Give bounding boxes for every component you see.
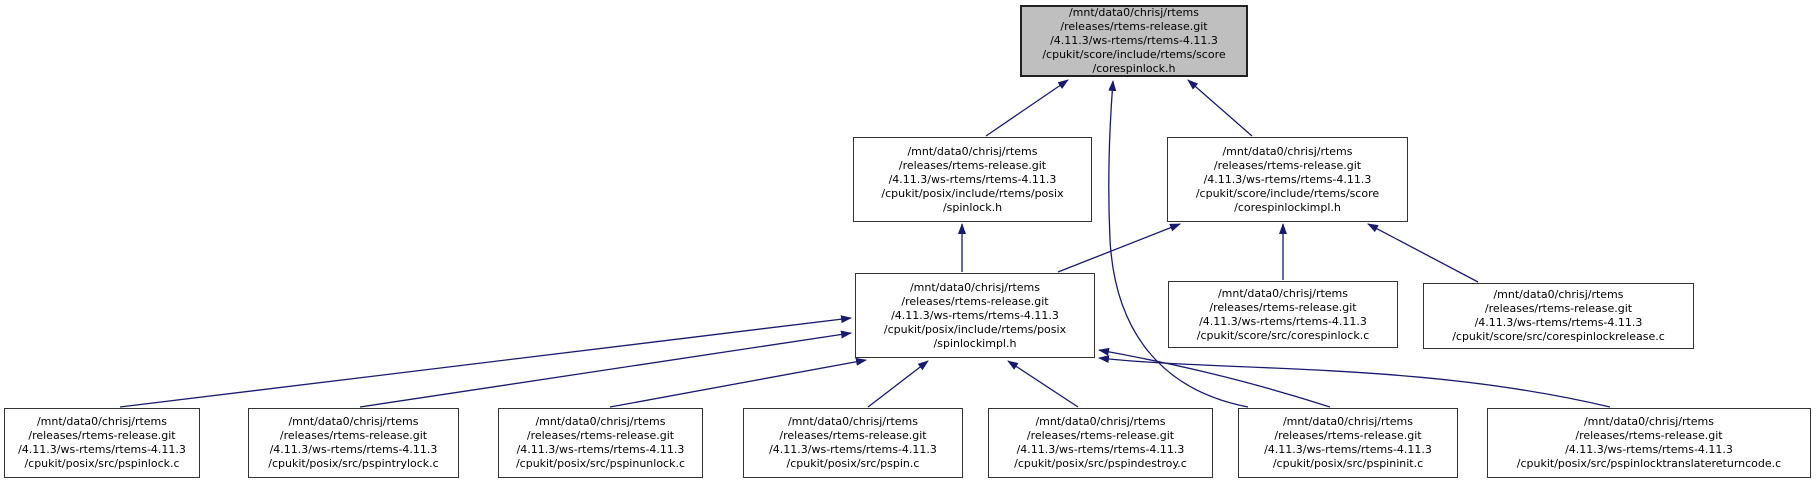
node-label-line: /mnt/data0/chrisj/rtems <box>1493 288 1624 301</box>
node-label-line: /cpukit/posix/src/pspin.c <box>786 457 920 470</box>
edge-pspinlocktranslatereturncode-to-spinlockimpl <box>1098 355 1611 408</box>
node-label-line: /releases/rtems-release.git <box>28 429 176 442</box>
node-label-line: /corespinlockimpl.h <box>1234 200 1341 214</box>
node-label-line: /mnt/data0/chrisj/rtems <box>288 415 419 428</box>
node-label-line: /4.11.3/ws-rtems/rtems-4.11.3 <box>18 443 186 456</box>
node-label-line: /mnt/data0/chrisj/rtems <box>1035 415 1166 428</box>
node-label-line: /mnt/data0/chrisj/rtems <box>535 415 666 428</box>
node-label-line: /releases/rtems-release.git <box>901 294 1049 308</box>
edge-pspin-to-spinlockimpl <box>867 360 929 408</box>
node-label-line: /releases/rtems-release.git <box>1274 429 1422 442</box>
node-label-line: /cpukit/score/include/rtems/score <box>1042 48 1226 61</box>
node-label-line: /spinlockimpl.h <box>933 336 1017 350</box>
node-label-line: /mnt/data0/chrisj/rtems <box>909 280 1041 294</box>
node-label-line: /mnt/data0/chrisj/rtems <box>36 415 168 428</box>
node-label-line: /mnt/data0/chrisj/rtems <box>1217 286 1349 300</box>
node-label-line: /cpukit/posix/src/pspindestroy.c <box>1014 457 1187 470</box>
node-label-line: /cpukit/posix/include/rtems/posix <box>883 322 1067 336</box>
edge-corespinlockreleasec-to-corespinlockimpl <box>1367 223 1479 283</box>
node-label-line: /mnt/data0/chrisj/rtems <box>907 144 1038 158</box>
edge-spinlock-to-corespinlock <box>985 79 1069 137</box>
graph-node-corespinlock-h[interactable]: /mnt/data0/chrisj/rtems /releases/rtems-… <box>1020 5 1248 77</box>
node-label-line: /4.11.3/ws-rtems/rtems-4.11.3 <box>1474 316 1643 329</box>
node-label-line: /cpukit/score/include/rtems/score <box>1195 186 1380 200</box>
node-label-line: /4.11.3/ws-rtems/rtems-4.11.3 <box>516 443 685 456</box>
node-label-line: /releases/rtems-release.git <box>1209 300 1357 314</box>
edge-pspintrylock-to-spinlockimpl <box>359 330 852 408</box>
node-label-line: /cpukit/posix/src/pspinlocktranslateretu… <box>1516 457 1782 470</box>
graph-node-spinlockimpl-h[interactable]: /mnt/data0/chrisj/rtems /releases/rtems-… <box>855 273 1095 358</box>
node-label-line: /spinlock.h <box>942 200 1003 214</box>
node-label-line: /4.11.3/ws-rtems/rtems-4.11.3 <box>1199 314 1367 328</box>
node-label-line: /cpukit/score/src/corespinlock.c <box>1196 328 1370 342</box>
graph-node-spinlock-h[interactable]: /mnt/data0/chrisj/rtems /releases/rtems-… <box>853 137 1092 222</box>
node-label-line: /cpukit/posix/src/pspinunlock.c <box>515 457 686 470</box>
edge-pspinlock-to-spinlockimpl <box>119 315 852 408</box>
node-label-line: /corespinlock.h <box>1092 62 1176 75</box>
node-label-line: /releases/rtems-release.git <box>898 158 1047 172</box>
graph-node-pspindestroy-c[interactable]: /mnt/data0/chrisj/rtems /releases/rtems-… <box>988 408 1213 478</box>
edge-pspinunlock-to-spinlockimpl <box>609 357 867 408</box>
node-label-line: /4.11.3/ws-rtems/rtems-4.11.3 <box>891 308 1059 322</box>
node-label-line: /mnt/data0/chrisj/rtems <box>1068 6 1200 19</box>
node-label-line: /releases/rtems-release.git <box>779 429 927 442</box>
node-label-line: /4.11.3/ws-rtems/rtems-4.11.3 <box>1050 34 1218 47</box>
graph-node-pspin-c[interactable]: /mnt/data0/chrisj/rtems /releases/rtems-… <box>743 408 963 478</box>
graph-node-pspintrylock-c[interactable]: /mnt/data0/chrisj/rtems /releases/rtems-… <box>248 408 459 478</box>
edge-corespinlockimpl-to-corespinlock <box>1187 79 1253 137</box>
node-label-line: /releases/rtems-release.git <box>1213 158 1362 172</box>
node-label-line: /releases/rtems-release.git <box>1484 302 1633 315</box>
node-label-line: /mnt/data0/chrisj/rtems <box>787 415 919 428</box>
node-label-line: /releases/rtems-release.git <box>1575 429 1723 442</box>
node-label-line: /4.11.3/ws-rtems/rtems-4.11.3 <box>1016 443 1185 456</box>
graph-node-corespinlock-c[interactable]: /mnt/data0/chrisj/rtems /releases/rtems-… <box>1168 281 1398 348</box>
graph-node-pspinunlock-c[interactable]: /mnt/data0/chrisj/rtems /releases/rtems-… <box>498 408 703 478</box>
node-label-line: /4.11.3/ws-rtems/rtems-4.11.3 <box>769 443 937 456</box>
graph-node-corespinlockimpl-h[interactable]: /mnt/data0/chrisj/rtems /releases/rtems-… <box>1167 137 1408 222</box>
node-label-line: /releases/rtems-release.git <box>1060 20 1208 33</box>
node-label-line: /cpukit/posix/include/rtems/posix <box>881 186 1064 200</box>
edge-pspininit-to-corespinlock <box>1108 80 1249 408</box>
edge-pspininit-to-spinlockimpl <box>1098 347 1331 408</box>
node-label-line: /releases/rtems-release.git <box>526 429 675 442</box>
node-label-line: /mnt/data0/chrisj/rtems <box>1583 415 1715 428</box>
node-label-line: /cpukit/score/src/corespinlockrelease.c <box>1452 330 1665 343</box>
graph-node-pspinlock-c[interactable]: /mnt/data0/chrisj/rtems /releases/rtems-… <box>4 408 200 478</box>
node-label-line: /mnt/data0/chrisj/rtems <box>1282 415 1414 428</box>
graph-node-pspinlocktranslatereturncode-c[interactable]: /mnt/data0/chrisj/rtems /releases/rtems-… <box>1487 408 1811 478</box>
node-label-line: /cpukit/posix/src/pspinlock.c <box>24 457 180 470</box>
node-label-line: /releases/rtems-release.git <box>279 429 428 442</box>
node-label-line: /mnt/data0/chrisj/rtems <box>1222 144 1353 158</box>
node-label-line: /cpukit/posix/src/pspininit.c <box>1272 457 1424 470</box>
node-label-line: /4.11.3/ws-rtems/rtems-4.11.3 <box>888 172 1057 186</box>
node-label-line: /4.11.3/ws-rtems/rtems-4.11.3 <box>1203 172 1372 186</box>
node-label-line: /4.11.3/ws-rtems/rtems-4.11.3 <box>269 443 438 456</box>
edge-spinlockimpl-to-corespinlockimpl <box>1057 223 1181 273</box>
graph-node-corespinlockrelease-c[interactable]: /mnt/data0/chrisj/rtems /releases/rtems-… <box>1423 283 1694 349</box>
node-label-line: /4.11.3/ws-rtems/rtems-4.11.3 <box>1264 443 1432 456</box>
node-label-line: /4.11.3/ws-rtems/rtems-4.11.3 <box>1565 443 1733 456</box>
node-label-line: /cpukit/posix/src/pspintrylock.c <box>268 457 439 470</box>
graph-node-pspininit-c[interactable]: /mnt/data0/chrisj/rtems /releases/rtems-… <box>1238 408 1458 478</box>
edge-pspindestroy-to-spinlockimpl <box>1007 360 1079 408</box>
node-label-line: /releases/rtems-release.git <box>1026 429 1175 442</box>
